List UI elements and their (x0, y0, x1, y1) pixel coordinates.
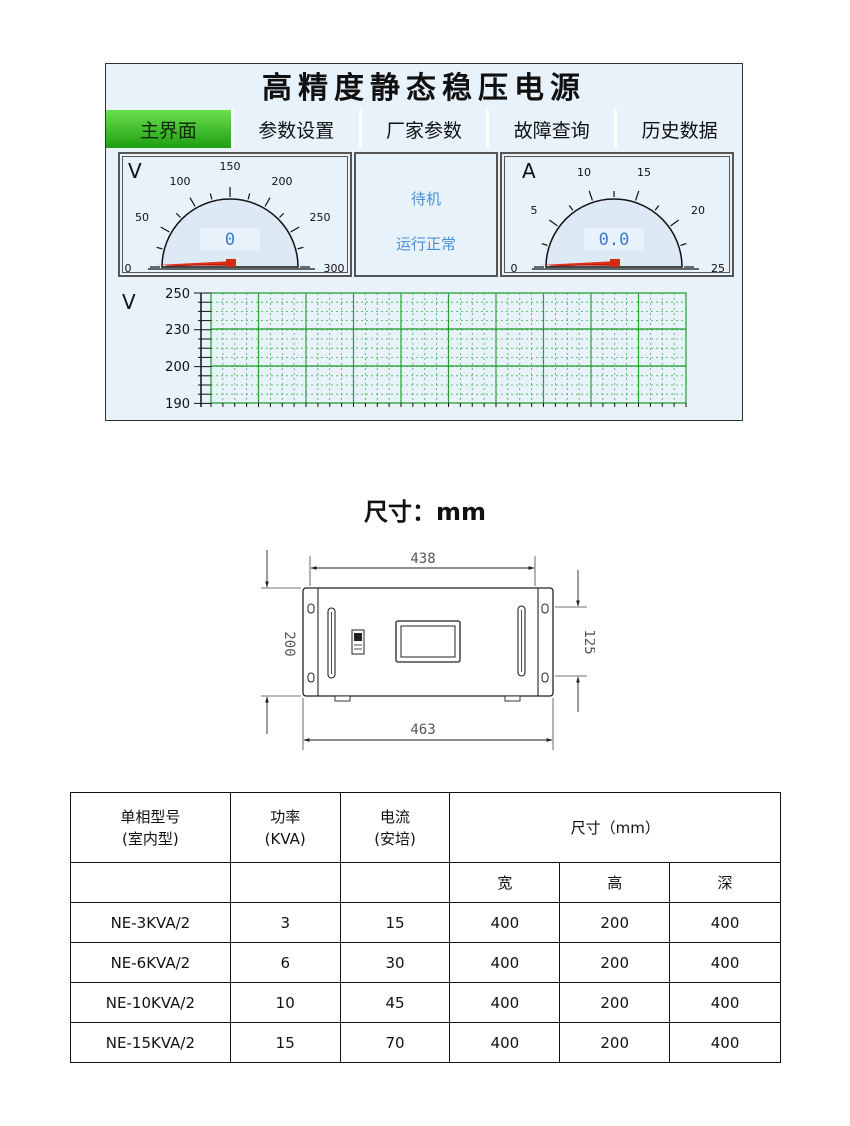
header-size: 尺寸（mm） (449, 792, 781, 863)
spec-table: 单相型号 (室内型) 功率 (KVA) 电流 (安培) 尺寸（mm） 宽 高 深… (70, 792, 781, 1063)
ammeter-panel: 0.0 A 0 5 10 15 20 25 (500, 152, 734, 277)
voltmeter-reading: 0 (225, 230, 235, 250)
table-row: NE-10KVA/2 10 45 400 200 400 (70, 982, 781, 1023)
trend-tick-label: 230 (165, 323, 190, 338)
ammeter-needle (540, 259, 620, 267)
status-running-normal: 运行正常 (395, 235, 456, 253)
v-tick-label: 100 (170, 175, 191, 188)
hmi-screen: 高精度静态稳压电源 主界面 参数设置 厂家参数 故障查询 历史数据 0 V 0 5… (105, 63, 743, 421)
v-tick-label: 300 (324, 262, 345, 275)
dim-height-right: 125 (581, 629, 595, 654)
voltmeter-unit: V (128, 159, 142, 183)
header-model: 单相型号 (室内型) (70, 792, 231, 863)
a-tick-label: 0 (511, 262, 518, 275)
dim-width-bottom: 463 (410, 722, 435, 738)
a-tick-label: 25 (711, 262, 725, 275)
tab-history-data[interactable]: 历史数据 (617, 110, 742, 148)
header-width: 宽 (449, 862, 561, 903)
status-standby: 待机 (410, 190, 441, 208)
screen-title: 高精度静态稳压电源 (262, 71, 586, 106)
dim-height-left: 200 (281, 631, 297, 656)
v-tick-label: 0 (125, 262, 132, 275)
header-depth: 深 (669, 862, 781, 903)
voltmeter-panel: 0 V 0 50 100 150 200 250 300 (118, 152, 352, 277)
header-current: 电流 (安培) (339, 792, 451, 863)
voltmeter-needle (156, 259, 236, 267)
v-tick-label: 250 (310, 211, 331, 224)
v-tick-label: 150 (220, 160, 241, 173)
header-height: 高 (559, 862, 671, 903)
table-row: NE-15KVA/2 15 70 400 200 400 (70, 1022, 781, 1063)
v-tick-label: 200 (272, 175, 293, 188)
tab-main[interactable]: 主界面 (106, 110, 234, 148)
tab-factory-parameters[interactable]: 厂家参数 (361, 110, 490, 148)
tab-fault-query[interactable]: 故障查询 (489, 110, 618, 148)
trend-tick-label: 200 (165, 360, 190, 375)
tab-bar: 主界面 参数设置 厂家参数 故障查询 历史数据 (106, 110, 742, 148)
dim-width-top: 438 (410, 551, 435, 567)
trend-tick-label: 250 (165, 287, 190, 302)
a-tick-label: 5 (531, 204, 538, 217)
voltage-trend-chart: V 250 230 200 190 (122, 287, 687, 412)
tab-parameter-settings[interactable]: 参数设置 (233, 110, 362, 148)
a-tick-label: 10 (577, 166, 591, 179)
a-tick-label: 15 (637, 166, 651, 179)
header-power: 功率 (KVA) (229, 792, 341, 863)
ammeter-unit: A (522, 159, 536, 183)
table-row: NE-3KVA/2 3 15 400 200 400 (70, 902, 781, 943)
ammeter-gauge: 0.0 A 0 5 10 15 20 25 (511, 159, 726, 275)
v-tick-label: 50 (135, 211, 149, 224)
table-row: NE-6KVA/2 6 30 400 200 400 (70, 942, 781, 983)
table-subheader-row: 宽 高 深 (70, 862, 781, 903)
a-tick-label: 20 (691, 204, 705, 217)
trend-unit: V (122, 290, 136, 314)
dimension-drawing: 438 200 125 463 (261, 550, 595, 750)
voltmeter-gauge: 0 V 0 50 100 150 200 250 300 (125, 159, 345, 275)
dimensions-title: 尺寸：mm (363, 498, 486, 526)
table-header-row: 单相型号 (室内型) 功率 (KVA) 电流 (安培) 尺寸（mm） (70, 792, 781, 863)
status-panel: 待机 运行正常 (354, 152, 498, 277)
ammeter-reading: 0.0 (599, 230, 630, 250)
trend-tick-label: 190 (165, 397, 190, 412)
